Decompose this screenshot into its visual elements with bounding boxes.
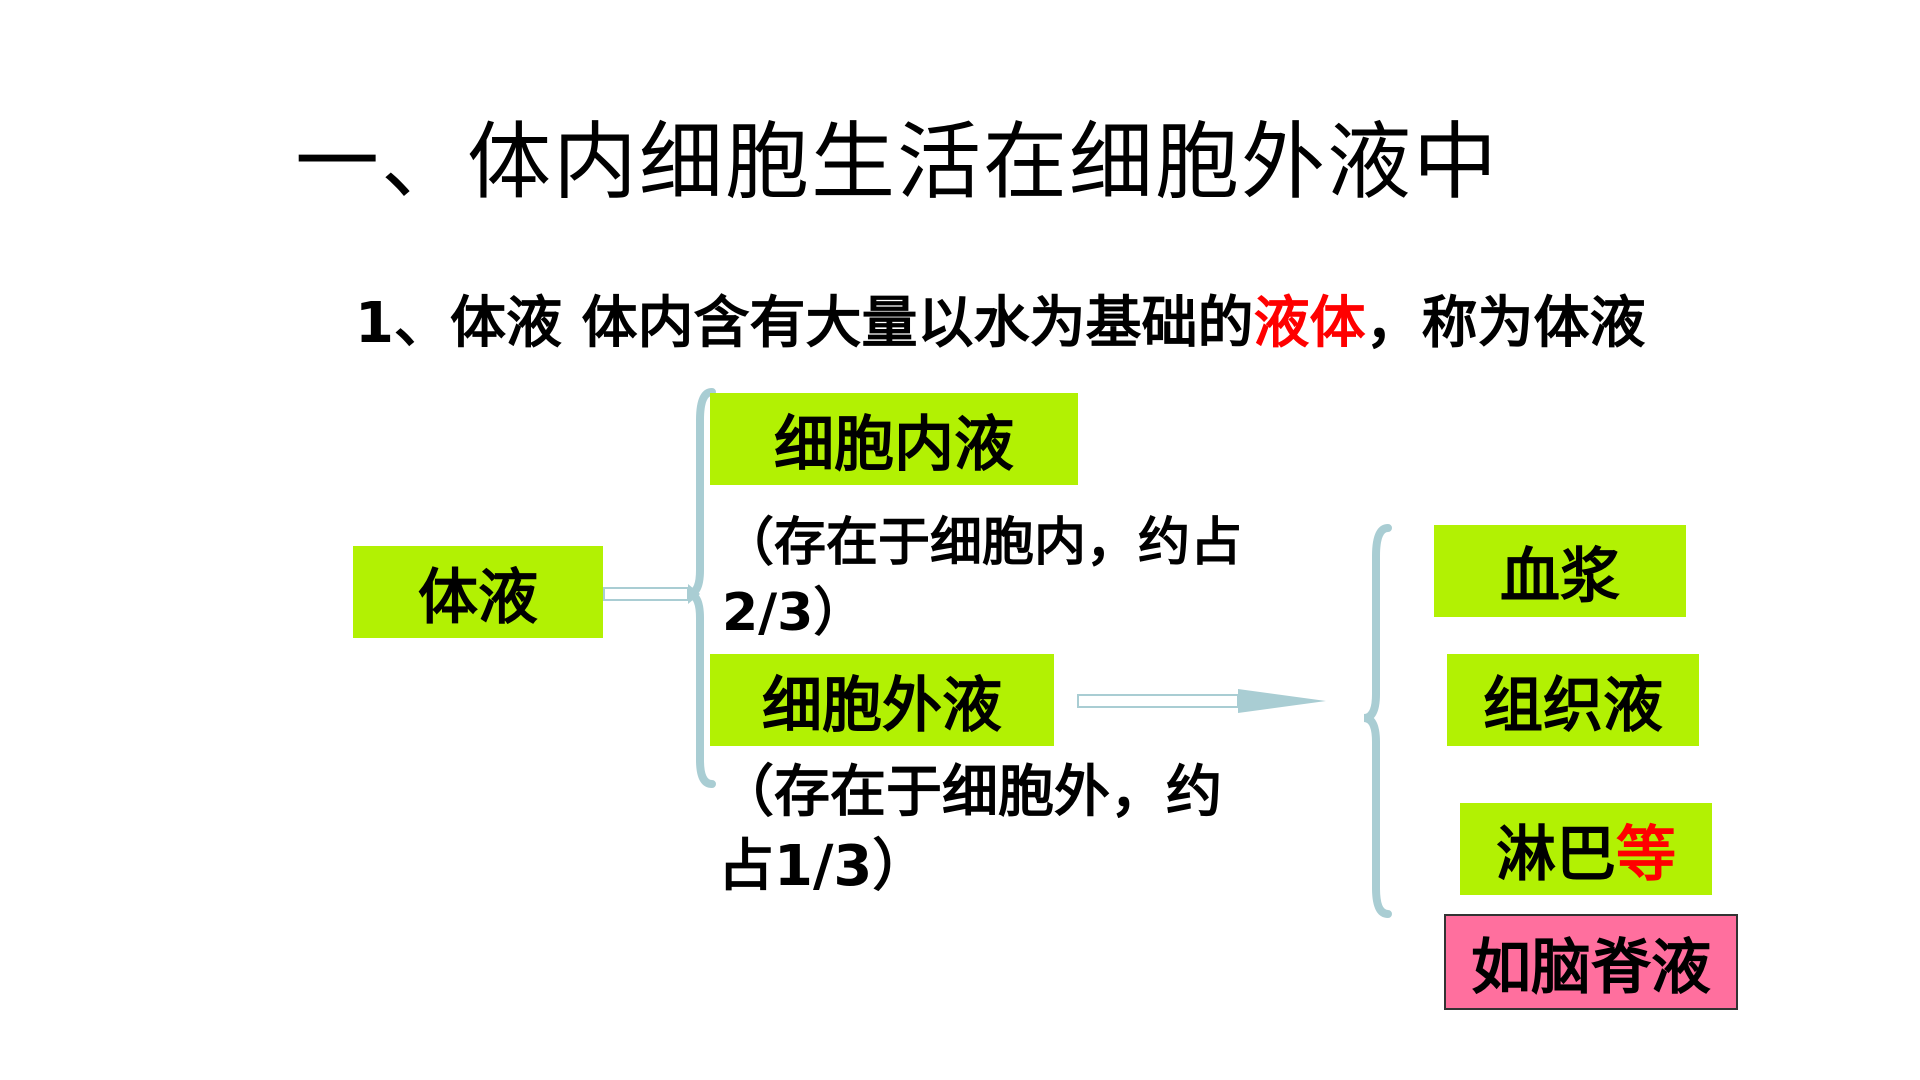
page-title: 一、体内细胞生活在细胞外液中	[295, 113, 1500, 211]
definition-prefix: 1、体液 体内含有大量以水为基础的	[355, 291, 1254, 356]
callout-cerebrospinal-fluid: 如脑脊液	[1444, 914, 1738, 1010]
definition-line: 1、体液 体内含有大量以水为基础的液体，称为体液	[355, 278, 1645, 359]
intracellular-note-line1: （存在于细胞内，约占	[722, 513, 1243, 573]
root-label: 体液	[418, 562, 538, 633]
extracellular-note-line2: 占1/3）	[718, 834, 929, 899]
callout-pointer	[1665, 892, 1710, 914]
intracellular-note-line2: 2/3）	[722, 583, 866, 643]
box-tissue-fluid: 组织液	[1447, 654, 1699, 746]
callout-label: 如脑脊液	[1471, 932, 1711, 1003]
intracellular-note: （存在于细胞内，约占 2/3）	[722, 508, 1242, 648]
lymph-label: 淋巴	[1496, 819, 1616, 890]
arrow-root-to-brace	[603, 584, 700, 604]
extracellular-note: （存在于细胞外，约 占1/3）	[718, 756, 1222, 904]
plasma-label: 血浆	[1500, 541, 1620, 612]
definition-suffix: ，称为体液	[1365, 291, 1646, 356]
box-intracellular-fluid: 细胞内液	[710, 393, 1078, 485]
root-box-body-fluid: 体液	[353, 546, 603, 638]
intracellular-label: 细胞内液	[774, 409, 1014, 480]
extracellular-label: 细胞外液	[762, 670, 1002, 741]
box-extracellular-fluid: 细胞外液	[710, 654, 1054, 746]
definition-highlight: 液体	[1253, 291, 1366, 356]
lymph-etc: 等	[1616, 819, 1676, 890]
box-plasma: 血浆	[1434, 525, 1686, 617]
right-brace	[1363, 524, 1392, 918]
tissue-fluid-label: 组织液	[1483, 670, 1663, 741]
arrow-extracellular-to-components	[1077, 689, 1326, 713]
left-brace	[687, 388, 716, 788]
box-lymph: 淋巴等	[1460, 803, 1712, 895]
extracellular-note-line1: （存在于细胞外，约	[718, 760, 1222, 825]
